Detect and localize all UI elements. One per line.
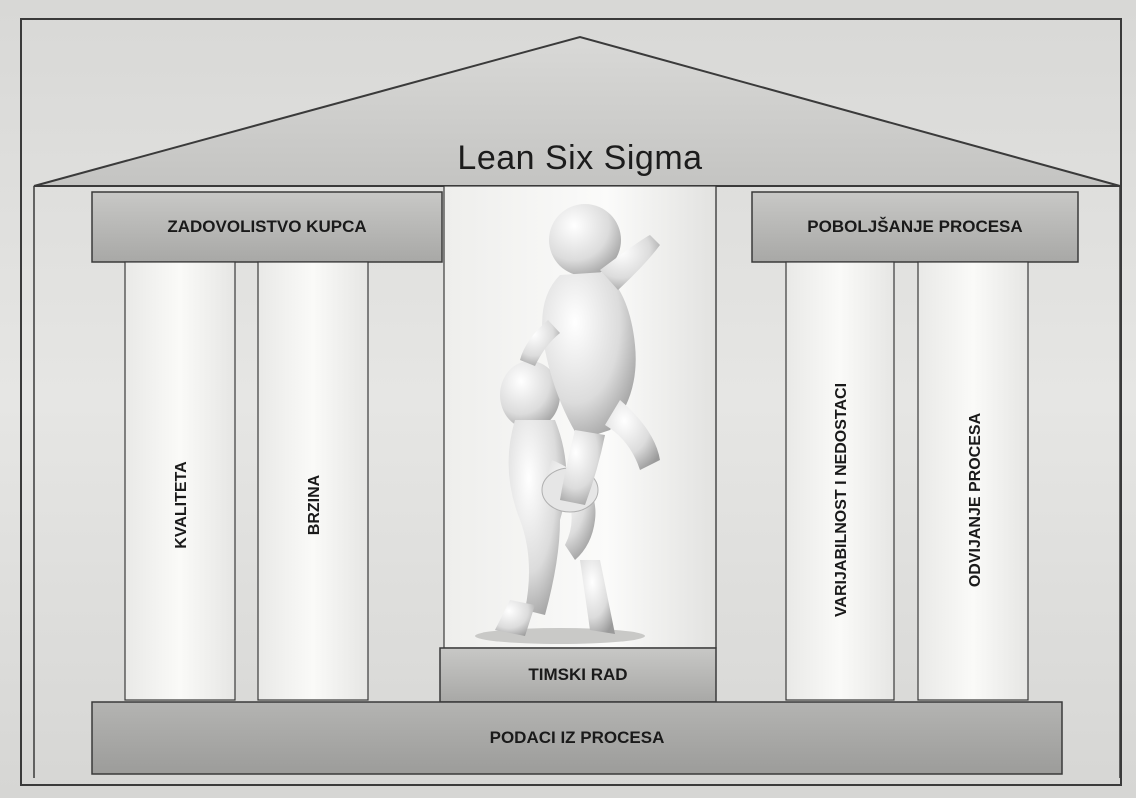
left-beam-label: ZADOVOLISTVO KUPCA (167, 217, 367, 236)
climbing-figures-icon (475, 204, 660, 644)
center-step-label: TIMSKI RAD (528, 665, 628, 684)
pillar-right-1 (785, 261, 895, 701)
right-beam-label: POBOLJŠANJE PROCESA (807, 217, 1023, 236)
pillar-label-brzina: BRZINA (306, 474, 323, 536)
foundation-label: PODACI IZ PROCESA (489, 728, 665, 747)
diagram-frame (20, 18, 1122, 786)
left-beam (91, 191, 443, 263)
pillar-label-kvaliteta: KVALITETA (173, 461, 190, 549)
pillar-label-varijabilnost: VARIJABILNOST I NEDOSTACI (833, 382, 850, 618)
pillar-label-odvijanje: ODVIJANJE PROCESA (967, 412, 984, 588)
diagram-title: Lean Six Sigma (457, 138, 703, 177)
pillar-left-1 (124, 261, 236, 701)
right-beam (751, 191, 1079, 263)
foundation-beam (91, 701, 1063, 775)
pillar-right-2 (917, 261, 1029, 701)
pillar-left-2 (257, 261, 369, 701)
